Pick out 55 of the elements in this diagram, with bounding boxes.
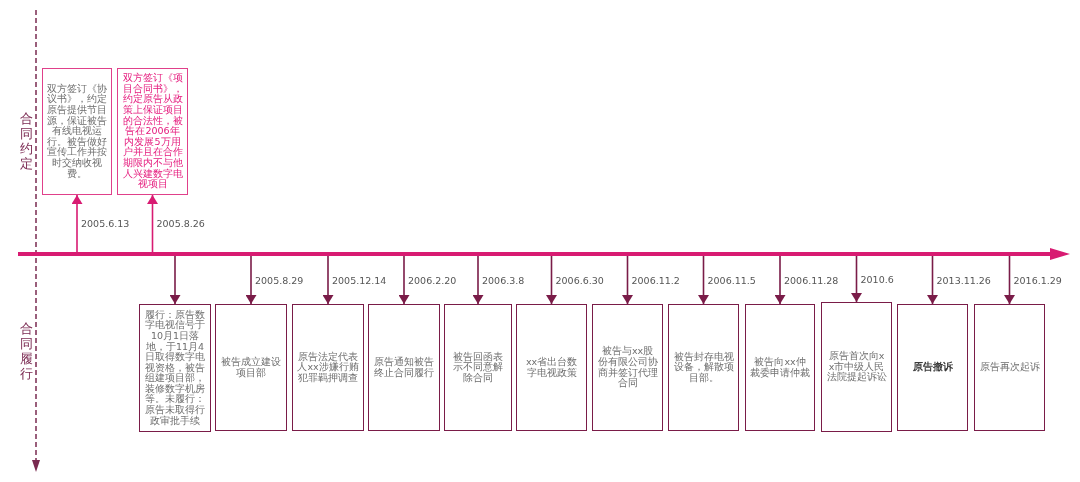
event-text: 被告回函表示不同意解除合同 xyxy=(452,351,504,384)
event-box xyxy=(368,304,440,431)
event-text: 原告撤诉 xyxy=(911,362,954,373)
event-text: 原告再次起诉 xyxy=(978,362,1041,373)
arrow xyxy=(852,255,861,303)
arrow xyxy=(323,255,333,305)
date-label: 2010.6 xyxy=(860,273,894,285)
event-text: 原告法定代表人xx涉嫌行贿犯罪羁押调查 xyxy=(296,351,360,384)
date-label: 2005.6.13 xyxy=(81,218,130,229)
arrow xyxy=(547,255,556,305)
date-label: 2006.11.5 xyxy=(707,274,756,286)
event-box xyxy=(668,304,739,431)
event-box xyxy=(215,304,287,431)
event-box xyxy=(821,302,892,432)
event-text: 原告通知被告终止合同履行 xyxy=(373,356,435,379)
event-text: 双方签订《协议书》，约定原告提供节目源，保证被告有线电视运行。被告做好宣传工作并按时交纳收视费。 xyxy=(46,83,108,180)
arrow xyxy=(399,255,409,305)
arrow xyxy=(148,194,157,253)
event-text: xx省出台数字电视政策 xyxy=(524,356,579,379)
date-label: 2005.8.26 xyxy=(156,218,205,229)
date-label: 2005.8.29 xyxy=(255,274,304,286)
arrow xyxy=(699,255,708,305)
date-label: 2006.6.30 xyxy=(555,274,604,286)
event-text: 被告封存电视设备，解散项目部。 xyxy=(672,351,735,384)
arrow xyxy=(72,194,82,253)
event-box xyxy=(974,304,1045,431)
date-label: 2005.12.14 xyxy=(332,274,387,286)
arrow xyxy=(246,255,256,305)
event-text: 被告成立建设项目部 xyxy=(220,356,282,379)
date-label: 2006.3.8 xyxy=(482,274,525,286)
event-box xyxy=(745,304,815,431)
event-box xyxy=(42,68,112,195)
event-box xyxy=(292,304,364,431)
event-box xyxy=(897,304,968,431)
date-label: 2013.11.26 xyxy=(936,274,991,286)
event-box xyxy=(444,304,512,431)
event-text: 履行：原告数字电视信号于10月1日落地，于11月4日取得数字电视资格，被告组建项目部，装修数字机房等。未履行：原告未取得行政审批手续 xyxy=(144,309,206,427)
arrow xyxy=(1005,255,1014,305)
event-text: 被告向xx仲裁委申请仲裁 xyxy=(749,356,811,379)
event-text: 被告与xx股份有限公司协商并签订代理合同 xyxy=(596,346,659,389)
event-box xyxy=(592,304,663,431)
arrow xyxy=(928,255,937,305)
date-label: 2006.11.28 xyxy=(784,274,839,286)
section-label: 合同履行 xyxy=(19,321,33,381)
event-text: 双方签订《项目合同书》，约定原告从政策上保证项目的合法性，被告在2006年内发展5万用户并且在合作期限内不与他人兴建数字电视项目 xyxy=(121,73,184,190)
date-label: 2006.2.20 xyxy=(408,274,457,286)
date-label: 2016.1.29 xyxy=(1013,274,1062,286)
arrow xyxy=(170,255,180,305)
event-text: 原告首次向xx市中级人民法院提起诉讼 xyxy=(825,351,888,383)
date-label: 2006.11.2 xyxy=(631,274,680,286)
arrow xyxy=(775,255,785,305)
arrow xyxy=(623,255,632,305)
timeline-axis xyxy=(18,248,1070,260)
event-box xyxy=(516,304,587,431)
arrow xyxy=(473,255,483,305)
